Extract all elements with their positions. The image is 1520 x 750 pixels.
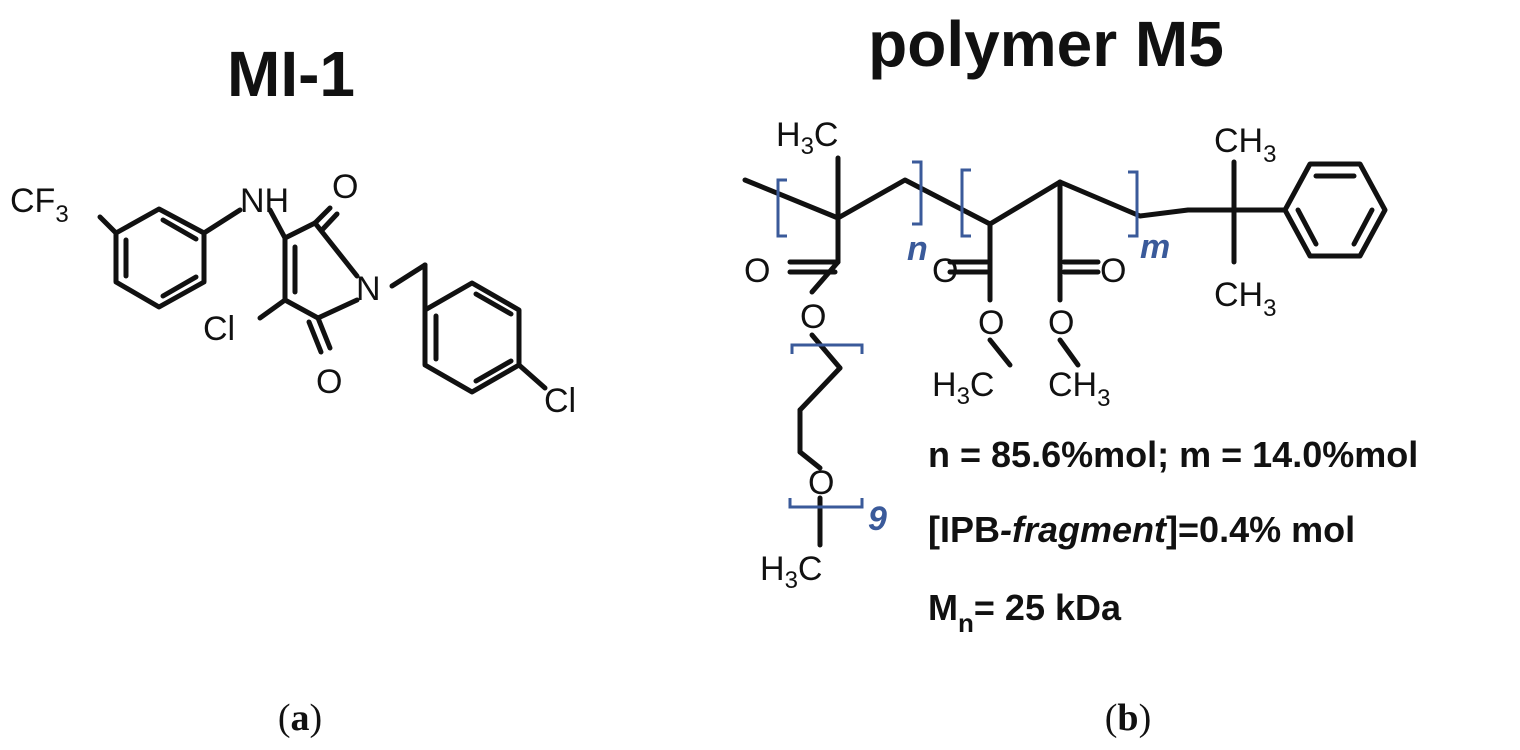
- cl-benzyl-label: Cl: [544, 382, 576, 420]
- bracket-peg-top: [790, 343, 864, 354]
- polymer-backbone: [742, 177, 1237, 227]
- m5-atom-labels: H3C CH3 CH3 O O O O O O O H3C H3C CH3: [744, 116, 1276, 594]
- nh-c3-bond: [267, 207, 288, 241]
- c5-o-double-2: [306, 319, 324, 355]
- ch3-mid-label: CH3: [1048, 366, 1110, 412]
- c1-ester-bond: [809, 259, 841, 295]
- h3c-top-label: H3C: [776, 116, 838, 160]
- o-carbonyl-1-label: O: [744, 252, 770, 290]
- c5-o-double-1: [315, 315, 333, 351]
- o-ester-3-label: O: [1048, 304, 1074, 342]
- m5-composition-info: n = 85.6%mol; m = 14.0%mol [IPB-fragment…: [928, 434, 1418, 638]
- subscript-m: m: [1140, 228, 1170, 266]
- ring-b-inner-3: [473, 358, 514, 384]
- phenyl-ring-a: [113, 206, 207, 310]
- ch3-right-top-label: CH3: [1214, 122, 1276, 168]
- ipb-inner-2: [1351, 207, 1375, 247]
- o-top-label: O: [332, 168, 358, 206]
- c4-cl-bond: [257, 297, 288, 321]
- c2-n-bond: [312, 220, 360, 279]
- c2-o-double-1: [312, 205, 333, 226]
- ring-cl-bond: [516, 362, 548, 391]
- phenyl-ring-b: [422, 280, 522, 395]
- subscript-9: 9: [868, 500, 887, 538]
- c5-c4-bond: [282, 297, 321, 321]
- bracket-peg-bottom: [788, 498, 864, 509]
- n-ch2-bond: [389, 262, 428, 289]
- nh-label: NH: [240, 182, 289, 220]
- cl-ring-label: Cl: [203, 310, 235, 348]
- subscript-n: n: [907, 230, 928, 268]
- peg-bond-4: [797, 449, 823, 471]
- c2-o-double-2: [319, 211, 340, 233]
- bracket-m-right: [1128, 170, 1139, 238]
- o-carbonyl-2-label: O: [932, 252, 958, 290]
- composition-line-1: n = 85.6%mol; m = 14.0%mol: [928, 434, 1418, 475]
- n-ring-label: N: [356, 270, 381, 308]
- phenyl-inner-bond-2: [160, 217, 199, 242]
- o-bottom-label: O: [316, 363, 342, 401]
- c3-methyl-bond: [1057, 337, 1081, 368]
- composition-line-3: Mn= 25 kDa: [928, 587, 1122, 638]
- m5-repeat-subscripts: n m 9: [868, 228, 1170, 538]
- m5-bonds: [742, 155, 1388, 548]
- peg-bond-2: [797, 365, 843, 413]
- o-ester-2-label: O: [978, 304, 1004, 342]
- mi1-bonds: [97, 205, 548, 395]
- phenyl-inner-bond-3: [160, 274, 199, 299]
- cf3-bond: [97, 214, 119, 236]
- ch3-right-bottom-label: CH3: [1214, 276, 1276, 322]
- panel-b-title: polymer M5: [868, 8, 1224, 80]
- cf3-label: CF3: [10, 182, 69, 228]
- phenyl-nh-bond: [201, 207, 243, 236]
- o-ether-label: O: [808, 464, 834, 502]
- panel-a-label: (a): [278, 697, 322, 739]
- peg-bond-1: [809, 332, 843, 371]
- m5-brackets: [776, 160, 1139, 509]
- o-ester-1-label: O: [800, 298, 826, 336]
- bracket-n-right: [912, 160, 923, 226]
- ipb-phenyl-ring: [1282, 161, 1388, 259]
- h3c-mid-label: H3C: [932, 366, 994, 410]
- h3c-left-label: H3C: [760, 550, 822, 594]
- composition-line-2: [IPB-fragment]=0.4% mol: [928, 509, 1355, 550]
- bracket-m-left: [960, 168, 971, 238]
- panel-b: polymer M5: [742, 8, 1418, 739]
- panel-a-title: MI-1: [227, 38, 355, 110]
- bracket-n-left: [776, 178, 787, 238]
- ring-b-inner-2: [473, 291, 514, 317]
- n-c5-bond: [315, 297, 360, 321]
- panel-a: MI-1: [10, 38, 576, 739]
- ipb-inner-3: [1295, 207, 1319, 247]
- panel-b-label: (b): [1105, 697, 1151, 739]
- mi1-atom-labels: CF3 NH O N Cl O Cl: [10, 168, 576, 420]
- c2-methyl-bond: [987, 337, 1013, 368]
- c3-c2-bond: [282, 220, 318, 241]
- o-carbonyl-3-label: O: [1100, 252, 1126, 290]
